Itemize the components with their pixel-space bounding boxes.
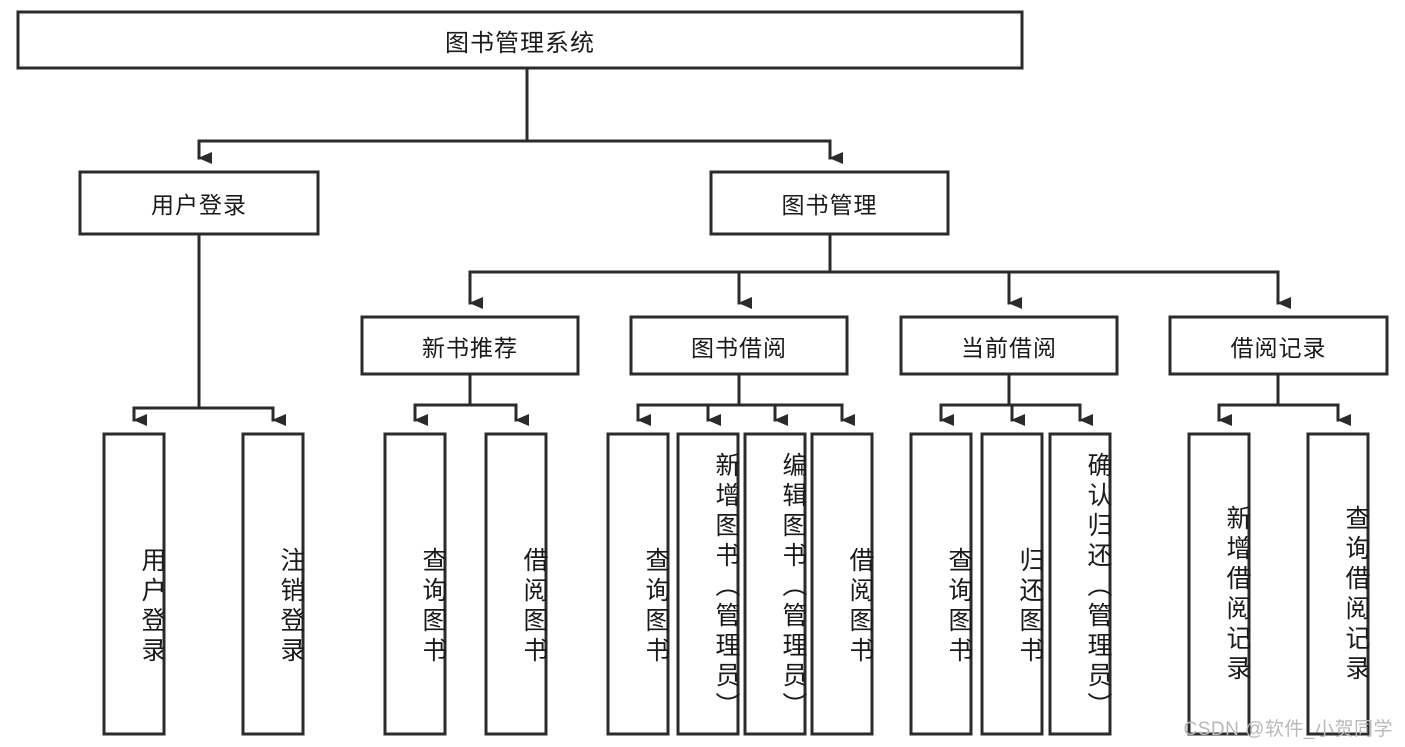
leaf-box-book-borrow-0[interactable] bbox=[606, 432, 670, 736]
node-box-root[interactable] bbox=[16, 10, 1024, 70]
leaf-box-new-book-1[interactable] bbox=[484, 432, 548, 736]
leaf-box-current-borrow-2[interactable] bbox=[1048, 432, 1112, 736]
node-box-book-borrow[interactable] bbox=[629, 315, 849, 376]
leaf-box-user-login-0[interactable] bbox=[102, 432, 166, 736]
leaf-box-book-borrow-3[interactable] bbox=[810, 432, 874, 736]
leaf-box-current-borrow-1[interactable] bbox=[980, 432, 1044, 736]
leaf-box-borrow-record-1[interactable] bbox=[1306, 432, 1370, 736]
leaf-box-user-login-1[interactable] bbox=[241, 432, 305, 736]
watermark-text: CSDN @软件_小贺同学 bbox=[1183, 719, 1393, 740]
leaf-box-current-borrow-0[interactable] bbox=[909, 432, 973, 736]
node-box-borrow-record[interactable] bbox=[1168, 315, 1389, 376]
node-box-current-borrow[interactable] bbox=[899, 315, 1119, 376]
node-box-book-manage[interactable] bbox=[709, 170, 950, 236]
leaf-box-book-borrow-2[interactable] bbox=[743, 432, 807, 736]
leaf-box-new-book-0[interactable] bbox=[383, 432, 447, 736]
leaf-box-borrow-record-0[interactable] bbox=[1187, 432, 1251, 736]
node-box-new-book[interactable] bbox=[360, 315, 580, 376]
node-box-user-login[interactable] bbox=[78, 170, 320, 236]
leaf-box-book-borrow-1[interactable] bbox=[676, 432, 740, 736]
